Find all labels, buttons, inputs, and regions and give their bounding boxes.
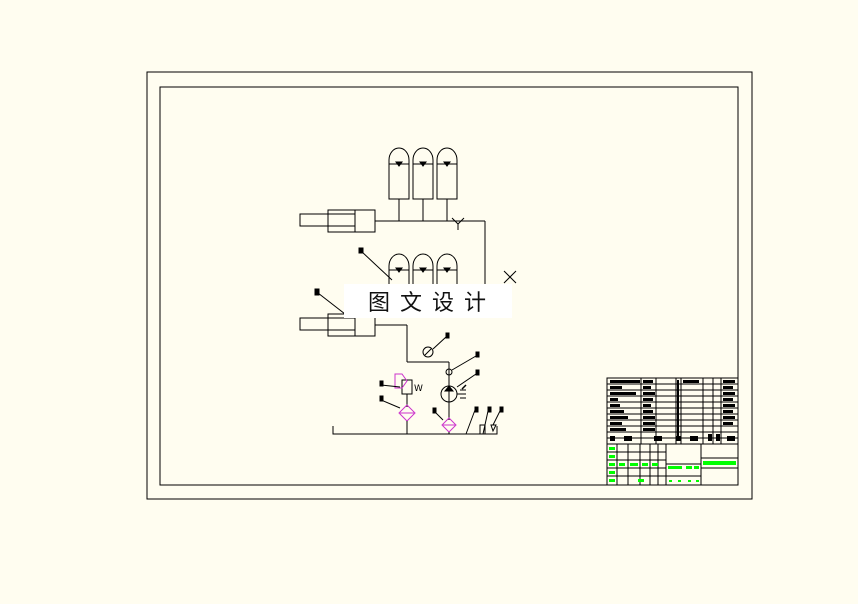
middle-accumulator-bank: [358, 247, 458, 290]
top-cylinder: [299, 209, 485, 233]
watermark-label: 图文设计: [344, 284, 512, 318]
relief-valve-icon: [401, 379, 413, 395]
supply-circuit: W: [332, 325, 504, 435]
cross-mark: [503, 270, 517, 284]
pressure-gauge-icon: [422, 346, 434, 358]
title-block-highlights: [609, 447, 736, 482]
tank-line: [332, 426, 498, 435]
title-block-fills: [610, 380, 735, 441]
inner-frame: [159, 86, 739, 486]
svg-text:W: W: [414, 384, 423, 394]
top-accumulator-bank: [388, 147, 458, 221]
outer-frame: [146, 71, 753, 500]
